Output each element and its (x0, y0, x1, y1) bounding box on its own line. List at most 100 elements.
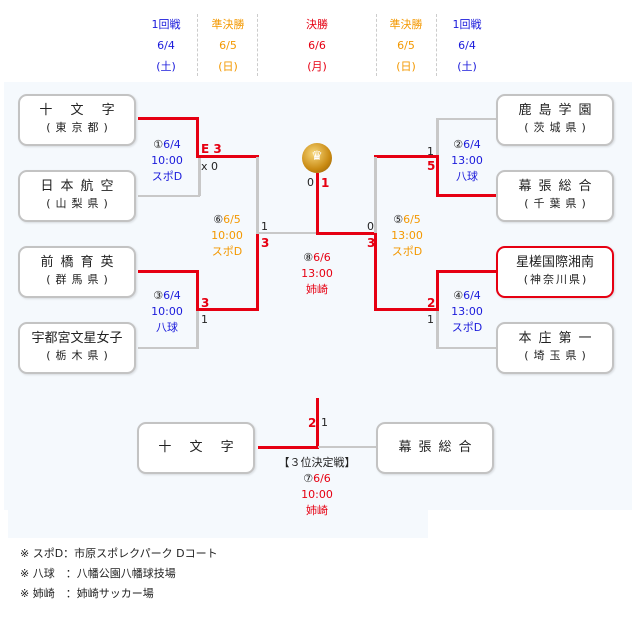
team-card[interactable]: 十 文 字 (137, 422, 255, 474)
bracket-line (436, 347, 496, 349)
score: 1 (427, 313, 434, 326)
round-label: 決勝 (306, 18, 328, 31)
round-day: (土) (457, 60, 477, 73)
team-card[interactable]: 十 文 字 (東京都) (18, 94, 136, 146)
match-number: ② (453, 138, 464, 151)
match-info-2: ②6/4 13:00 八球 (432, 137, 502, 185)
score: 2 (308, 416, 317, 430)
round-day: (土) (156, 60, 176, 73)
team-name: 星槎国際湘南 (515, 255, 594, 270)
match-venue: 姉崎 (306, 283, 328, 296)
round-date: 6/5 (397, 39, 415, 52)
header-divider (197, 14, 198, 76)
round-date: 6/5 (219, 39, 237, 52)
match-time: 10:00 (151, 305, 183, 318)
team-prefecture: (神奈川県) (523, 273, 589, 286)
match-info-4: ④6/4 13:00 スポD (432, 288, 502, 336)
match-venue: スポD (451, 321, 483, 334)
team-card[interactable]: 本庄第一 (埼玉県) (496, 322, 614, 374)
team-card[interactable]: 鹿島学園 (茨城県) (496, 94, 614, 146)
bracket-line (196, 155, 259, 158)
bracket-line (138, 195, 200, 197)
bracket-line (374, 155, 439, 158)
team-prefecture: (千葉県) (524, 197, 591, 210)
team-name: 前橋育英 (40, 255, 121, 270)
score: 1 (321, 416, 328, 429)
header-divider (436, 14, 437, 76)
bracket-line (256, 157, 259, 234)
round-day: (日) (396, 60, 416, 73)
match-venue: 八球 (156, 321, 178, 334)
team-card[interactable]: 日本航空 (山梨県) (18, 170, 136, 222)
score: 3 (201, 296, 210, 310)
team-prefecture: (栃木県) (46, 349, 113, 362)
bracket-line (436, 194, 496, 197)
third-place-label: 【３位決定戦】 (278, 456, 356, 469)
match-info-7: 【３位決定戦】 ⑦6/6 10:00 姉崎 (272, 455, 362, 519)
match-number: ① (153, 138, 164, 151)
bracket-line (316, 173, 319, 235)
round-date: 6/6 (308, 39, 326, 52)
bracket-line (138, 347, 198, 349)
bracket-line (256, 233, 259, 311)
bracket-line (318, 446, 378, 448)
score: 3 (261, 236, 270, 250)
bracket-line (138, 270, 198, 273)
round-label: 準決勝 (389, 18, 423, 31)
bracket-line (256, 232, 318, 234)
team-prefecture: (茨城県) (524, 121, 591, 134)
venue-note: ※ 姉崎 ：姉崎サッカー場 (20, 587, 154, 600)
score: 1 (201, 313, 208, 326)
bracket-line (374, 308, 439, 311)
bracket-line (196, 270, 199, 311)
match-date: 6/4 (463, 138, 481, 151)
match-time: 10:00 (151, 154, 183, 167)
team-card-champion[interactable]: 星槎国際湘南 (神奈川県) (496, 246, 614, 298)
team-card[interactable]: 前橋育英 (群馬県) (18, 246, 136, 298)
match-number: ⑥ (213, 213, 224, 226)
team-name: 本庄第一 (518, 331, 599, 346)
match-time: 10:00 (301, 488, 333, 501)
match-venue: スポD (151, 170, 183, 183)
match-info-5: ⑤6/5 13:00 スポD (372, 212, 442, 260)
match-time: 13:00 (451, 154, 483, 167)
team-name: 十 文 字 (158, 440, 241, 455)
bracket-line (196, 308, 259, 311)
match-date: 6/4 (163, 138, 181, 151)
header-semifinal-left: 準決勝 6/5 (日) (198, 14, 258, 77)
bracket-line (198, 156, 201, 196)
score: 0 (307, 176, 314, 189)
match-number: ⑧ (303, 251, 314, 264)
score: 1 (321, 176, 330, 190)
team-name: 十 文 字 (39, 103, 122, 118)
team-name: 宇都宮文星女子 (31, 331, 123, 346)
team-name: 日本航空 (40, 179, 121, 194)
score: 1 (427, 145, 434, 158)
match-time: 13:00 (451, 305, 483, 318)
team-prefecture: (山梨県) (46, 197, 113, 210)
match-number: ④ (453, 289, 464, 302)
round-label: 1回戦 (452, 18, 482, 31)
team-card[interactable]: 幕張総合 (千葉県) (496, 170, 614, 222)
bracket-line (436, 118, 439, 156)
score: E 3 (201, 142, 222, 156)
team-card[interactable]: 宇都宮文星女子 (栃木県) (18, 322, 136, 374)
match-venue: 八球 (456, 170, 478, 183)
score: 2 (427, 296, 436, 310)
team-prefecture: (埼玉県) (524, 349, 591, 362)
crown-icon: ♛ (302, 143, 332, 173)
match-info-1: ①6/4 10:00 スポD (132, 137, 202, 185)
round-label: 1回戦 (151, 18, 181, 31)
score: x 0 (201, 160, 219, 173)
score: 1 (261, 220, 268, 233)
score: 3 (367, 236, 376, 250)
team-name: 幕張総合 (398, 440, 479, 455)
match-date: 6/6 (313, 472, 331, 485)
match-time: 13:00 (391, 229, 423, 242)
team-card[interactable]: 幕張総合 (376, 422, 494, 474)
bracket-line (374, 233, 377, 311)
match-date: 6/6 (313, 251, 331, 264)
bracket-line (436, 310, 439, 349)
header-semifinal-right: 準決勝 6/5 (日) (376, 14, 436, 77)
team-name: 幕張総合 (518, 179, 599, 194)
